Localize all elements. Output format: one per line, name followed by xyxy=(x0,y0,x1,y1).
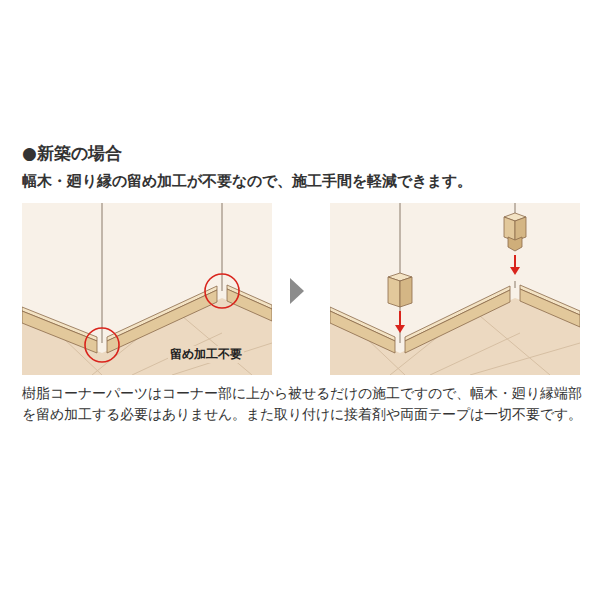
callout-note: 留め加工不要 xyxy=(168,346,244,363)
step-arrow xyxy=(286,276,308,306)
lead-text: 幅木・廻り縁の留め加工が不要なので、施工手間を軽減できます。 xyxy=(22,172,472,191)
section-heading: ●新築の場合 xyxy=(22,142,122,165)
caption-text: 樹脂コーナーパーツはコーナー部に上から被せるだけの施工ですので、幅木・廻り縁端部… xyxy=(22,383,582,425)
after-illustration xyxy=(330,203,580,375)
